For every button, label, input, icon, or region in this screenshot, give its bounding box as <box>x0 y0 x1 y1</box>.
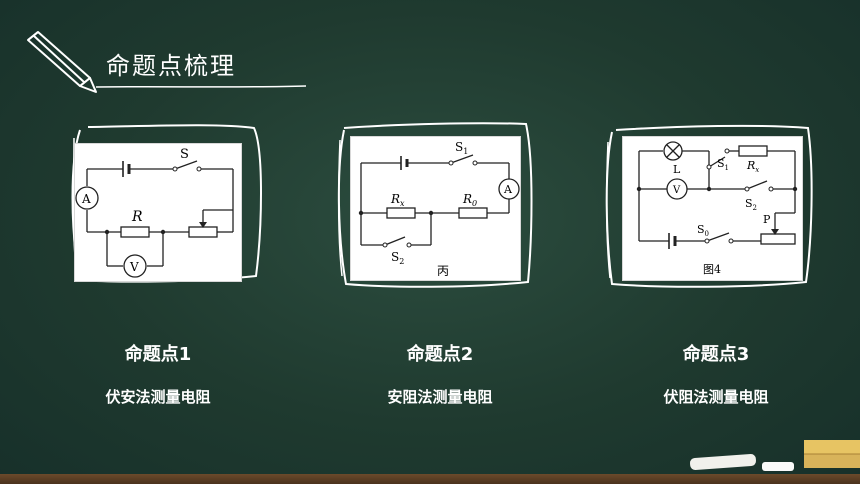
label-lamp-l: L <box>673 163 681 176</box>
label-s1: S1 <box>455 140 468 156</box>
label-s0: S0 <box>697 223 709 238</box>
proposition-title-2: 命题点2 <box>406 344 474 365</box>
label-ammeter-a: A <box>503 183 513 196</box>
circuit-2-svg: S1 Rx R0 A S2 丙 <box>358 140 520 278</box>
proposition-title-3: 命题点3 <box>682 344 750 365</box>
label-s1: S1 <box>717 157 729 172</box>
circuit-diagram-1: S R A V <box>74 143 242 282</box>
circuit-diagram-2: S1 Rx R0 A S2 丙 <box>350 136 521 281</box>
proposition-subtitle-2: 安阻法测量电阻 <box>387 388 493 406</box>
label-s2: S2 <box>391 250 404 266</box>
title-underline <box>95 85 307 88</box>
diagram-caption-3: 图4 <box>703 263 721 276</box>
pencil-icon <box>27 31 97 93</box>
circuit-diagram-3: L S1 Rx V S2 P S0 图4 <box>622 136 803 281</box>
chalkboard-ledge <box>0 474 860 484</box>
label-switch-s: S <box>180 147 189 162</box>
diagram-caption-2: 丙 <box>437 264 449 278</box>
label-rx: Rx <box>390 192 405 208</box>
proposition-title-1: 命题点1 <box>124 344 192 365</box>
circuit-3-svg: L S1 Rx V S2 P S0 图4 <box>636 141 798 276</box>
label-r0: R0 <box>462 192 477 208</box>
label-resistor-r: R <box>131 209 143 225</box>
label-rx: Rx <box>746 159 759 174</box>
label-s2: S2 <box>745 197 757 212</box>
slide-title: 命题点梳理 <box>106 52 236 80</box>
label-ammeter-a: A <box>81 192 91 206</box>
label-voltmeter-v: V <box>672 185 681 196</box>
proposition-subtitle-3: 伏阻法测量电阻 <box>663 388 769 406</box>
circuit-1-svg: S R A V <box>75 147 234 278</box>
label-p: P <box>763 213 771 226</box>
proposition-subtitle-1: 伏安法测量电阻 <box>105 388 211 406</box>
label-voltmeter-v: V <box>129 260 139 274</box>
